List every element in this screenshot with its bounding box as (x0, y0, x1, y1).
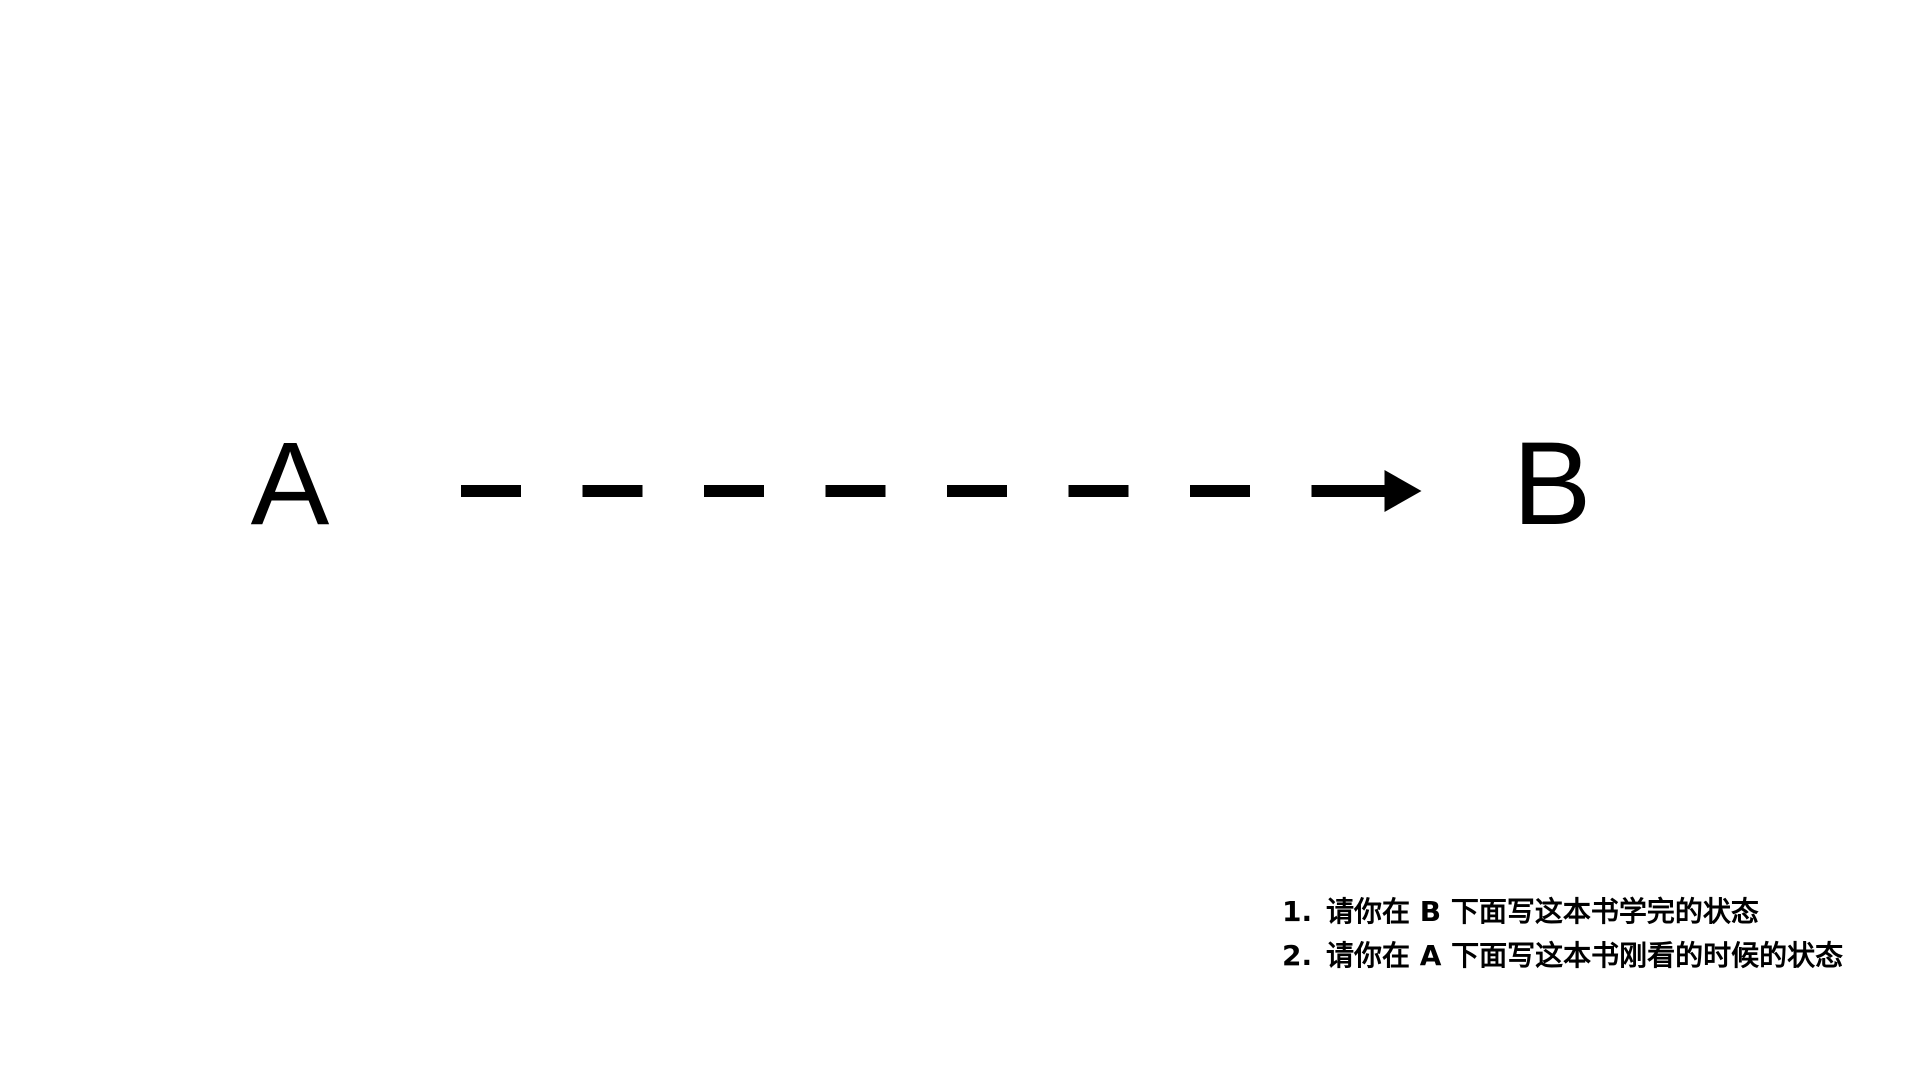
start-node-label: A (250, 418, 330, 550)
arrow-dash (1190, 485, 1250, 497)
instruction-number: 1. (1282, 895, 1313, 928)
arrow-dash (1311, 485, 1387, 497)
instruction-text: 请你在 A 下面写这本书刚看的时候的状态 (1326, 939, 1844, 972)
arrow-dash (461, 485, 521, 497)
instruction-text: 请你在 B 下面写这本书学完的状态 (1326, 895, 1759, 928)
instruction-item: 2. 请你在 A 下面写这本书刚看的时候的状态 (1282, 934, 1843, 978)
instruction-item: 1. 请你在 B 下面写这本书学完的状态 (1282, 890, 1843, 934)
arrow-dash (947, 485, 1007, 497)
arrow-dash (704, 485, 764, 497)
instruction-list: 1. 请你在 B 下面写这本书学完的状态 2. 请你在 A 下面写这本书刚看的时… (1282, 890, 1843, 978)
arrow-dash (1068, 485, 1129, 497)
arrow-dash (582, 485, 643, 497)
arrow-dash (825, 485, 886, 497)
arrow-head (1384, 470, 1422, 512)
end-node-label: B (1512, 418, 1592, 550)
instruction-number: 2. (1282, 939, 1313, 972)
